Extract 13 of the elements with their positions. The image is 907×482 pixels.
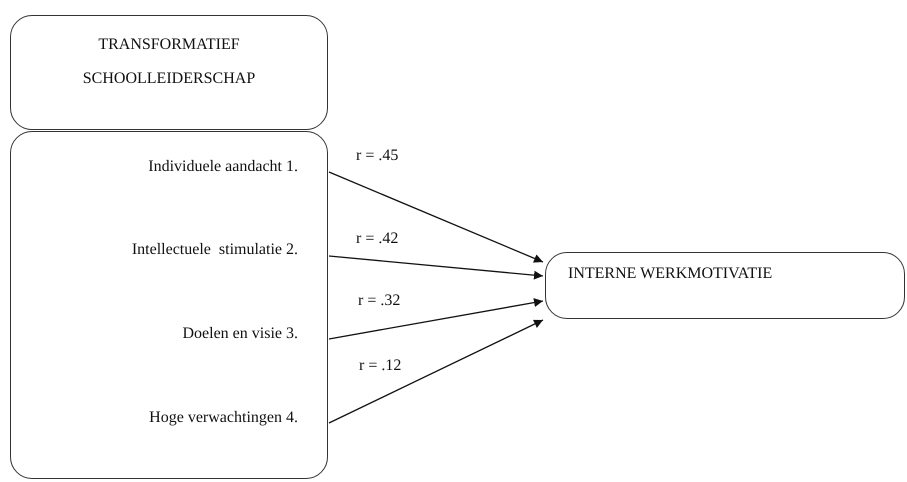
item-label: Doelen en visie 3. — [182, 325, 298, 343]
arrow — [328, 319, 544, 424]
arrow — [328, 298, 544, 340]
arrow — [328, 171, 544, 263]
item-label: Intellectuele stimulatie 2. — [132, 241, 298, 259]
heading-box — [10, 15, 328, 130]
item-label: Hoge verwachtingen 4. — [149, 409, 298, 427]
box-label: INTERNE WERKMOTIVATIE — [568, 265, 772, 283]
outcome-box — [545, 252, 905, 319]
box-heading: TRANSFORMATIEF SCHOOLLEIDERSCHAP — [82, 35, 256, 89]
arrow — [328, 255, 544, 280]
item-label: Individuele aandacht 1. — [148, 158, 298, 176]
group-box — [10, 131, 328, 479]
